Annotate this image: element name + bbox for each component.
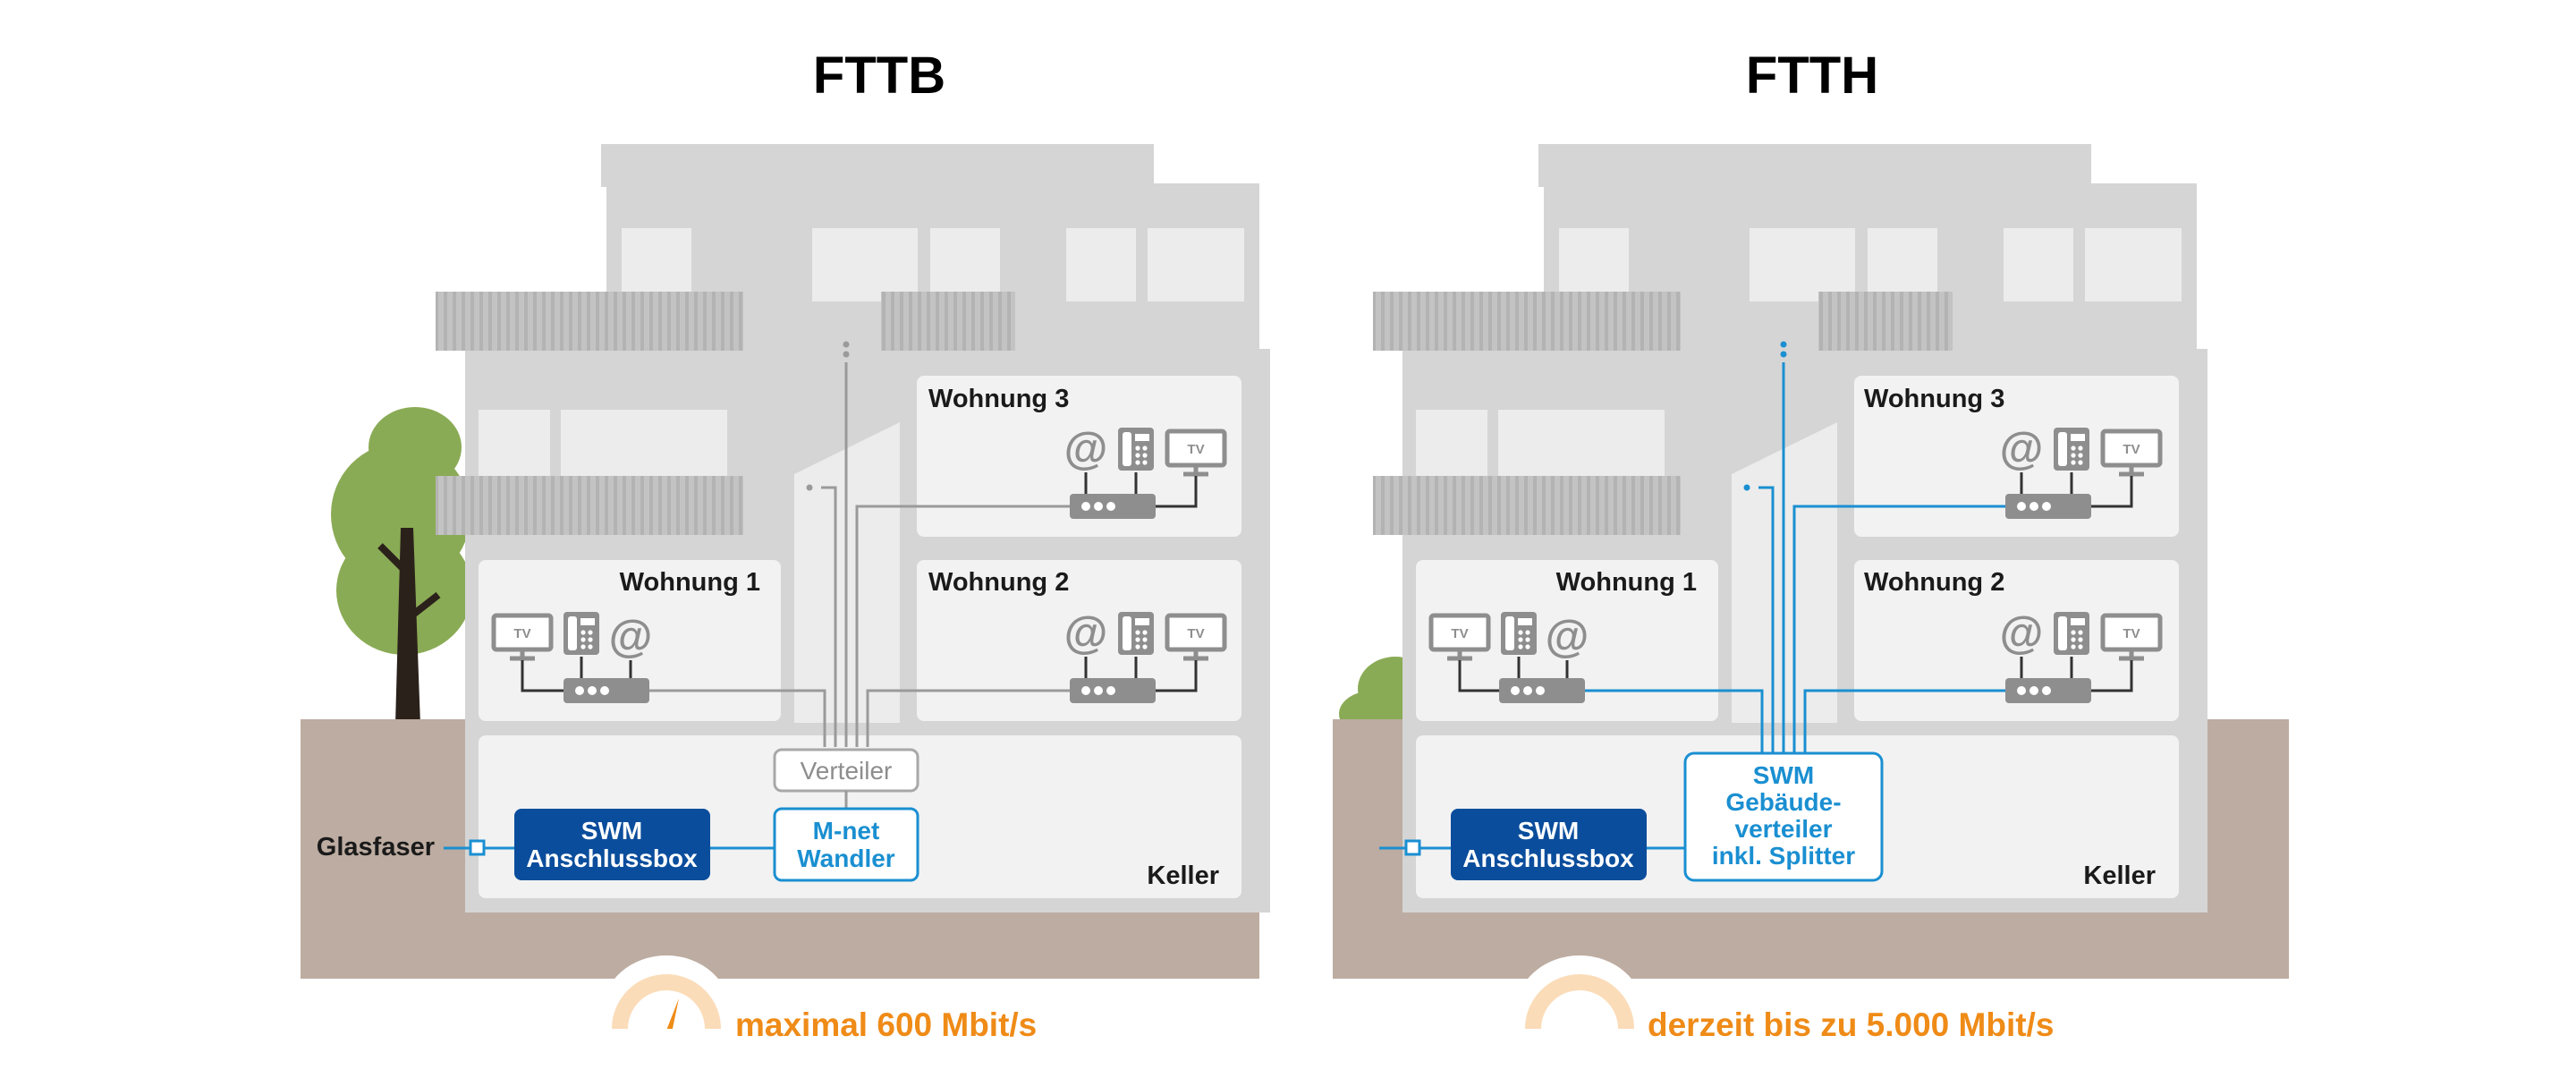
apartment-3-devices: @ TV	[2000, 423, 2160, 519]
speedometer-icon	[1503, 955, 1655, 1074]
building-distributor-box: SWM Gebäude- verteiler inkl. Splitter	[1683, 751, 1884, 882]
modem-icon	[2005, 494, 2091, 519]
tv-label: TV	[1187, 442, 1204, 457]
apartment-1-devices: TV @	[1431, 611, 1589, 703]
apartment-2-devices: @ TV	[1064, 607, 1224, 703]
apartment-3-label: Wohnung 3	[1864, 385, 2004, 413]
modem-icon	[564, 678, 649, 703]
distributor-line-2: Gebäude-	[1725, 788, 1841, 816]
fiber-line	[1379, 839, 1685, 856]
phone-icon	[1501, 612, 1537, 655]
at-icon: @	[2000, 423, 2044, 473]
modem-icon	[2005, 678, 2091, 703]
at-icon: @	[1064, 423, 1108, 473]
cellar-label: Keller	[2083, 862, 2156, 890]
distributor-label: Verteiler	[801, 757, 893, 785]
panel-fttb: FTTB Wohnung 1 Wohnung 2 Wohnung 3 Kelle…	[301, 47, 1270, 1074]
apartment-2-label: Wohnung 2	[1864, 568, 2004, 597]
converter-line-1: M-net	[813, 817, 880, 845]
connection-box: SWM Anschlussbox	[514, 809, 710, 880]
panel-ftth: FTTH Wohnung 1 Wohnung 2 Wohnung 3 Kelle…	[1333, 47, 2289, 1074]
at-icon: @	[1546, 611, 1589, 661]
connection-box-line-2: Anschlussbox	[1462, 845, 1634, 872]
phone-icon	[2054, 612, 2089, 655]
connection-box-line-1: SWM	[581, 817, 642, 845]
cellar-label: Keller	[1147, 862, 1219, 890]
distributor-box: Verteiler	[773, 748, 919, 793]
phone-icon	[2054, 428, 2089, 471]
modem-icon	[1070, 678, 1156, 703]
page-title: FTTH	[1746, 47, 1878, 105]
converter-line-2: Wandler	[797, 845, 895, 872]
tv-label: TV	[1187, 626, 1204, 641]
phone-icon	[564, 612, 599, 655]
speed-label: maximal 600 Mbit/s	[735, 1006, 1037, 1043]
page-title: FTTB	[813, 47, 945, 105]
apartment-1-devices: TV @	[494, 611, 652, 703]
apartment-3-devices: @ TV	[1064, 423, 1224, 519]
tv-label: TV	[1451, 626, 1468, 641]
building-wiring	[648, 341, 1070, 747]
distributor-line-4: inkl. Splitter	[1712, 842, 1855, 870]
connection-box-line-1: SWM	[1518, 817, 1579, 845]
speed-label: derzeit bis zu 5.000 Mbit/s	[1648, 1006, 2054, 1043]
modem-icon	[1070, 494, 1156, 519]
apartment-1-label: Wohnung 1	[620, 568, 760, 597]
at-icon: @	[609, 611, 653, 661]
connection-box-line-2: Anschlussbox	[526, 845, 698, 872]
at-icon: @	[2000, 607, 2044, 658]
converter-box: M-net Wandler	[773, 807, 919, 882]
apartment-2-label: Wohnung 2	[928, 568, 1069, 597]
fiber-label: Glasfaser	[317, 833, 435, 862]
speedometer-icon	[590, 955, 742, 1074]
apartment-2-devices: @ TV	[2000, 607, 2160, 703]
connection-box: SWM Anschlussbox	[1451, 809, 1647, 880]
fiber-line	[444, 839, 775, 856]
building-wiring	[1585, 341, 2005, 753]
apartment-3-label: Wohnung 3	[928, 385, 1069, 413]
modem-icon	[1499, 678, 1585, 703]
apartment-1-label: Wohnung 1	[1556, 568, 1697, 597]
building	[436, 144, 1270, 912]
at-icon: @	[1064, 607, 1108, 658]
tv-label: TV	[2123, 442, 2140, 457]
phone-icon	[1118, 428, 1154, 471]
tv-label: TV	[2123, 626, 2140, 641]
tv-label: TV	[513, 626, 530, 641]
phone-icon	[1118, 612, 1154, 655]
distributor-line-1: SWM	[1753, 761, 1814, 789]
distributor-line-3: verteiler	[1735, 815, 1833, 843]
tree-icon	[331, 407, 472, 725]
